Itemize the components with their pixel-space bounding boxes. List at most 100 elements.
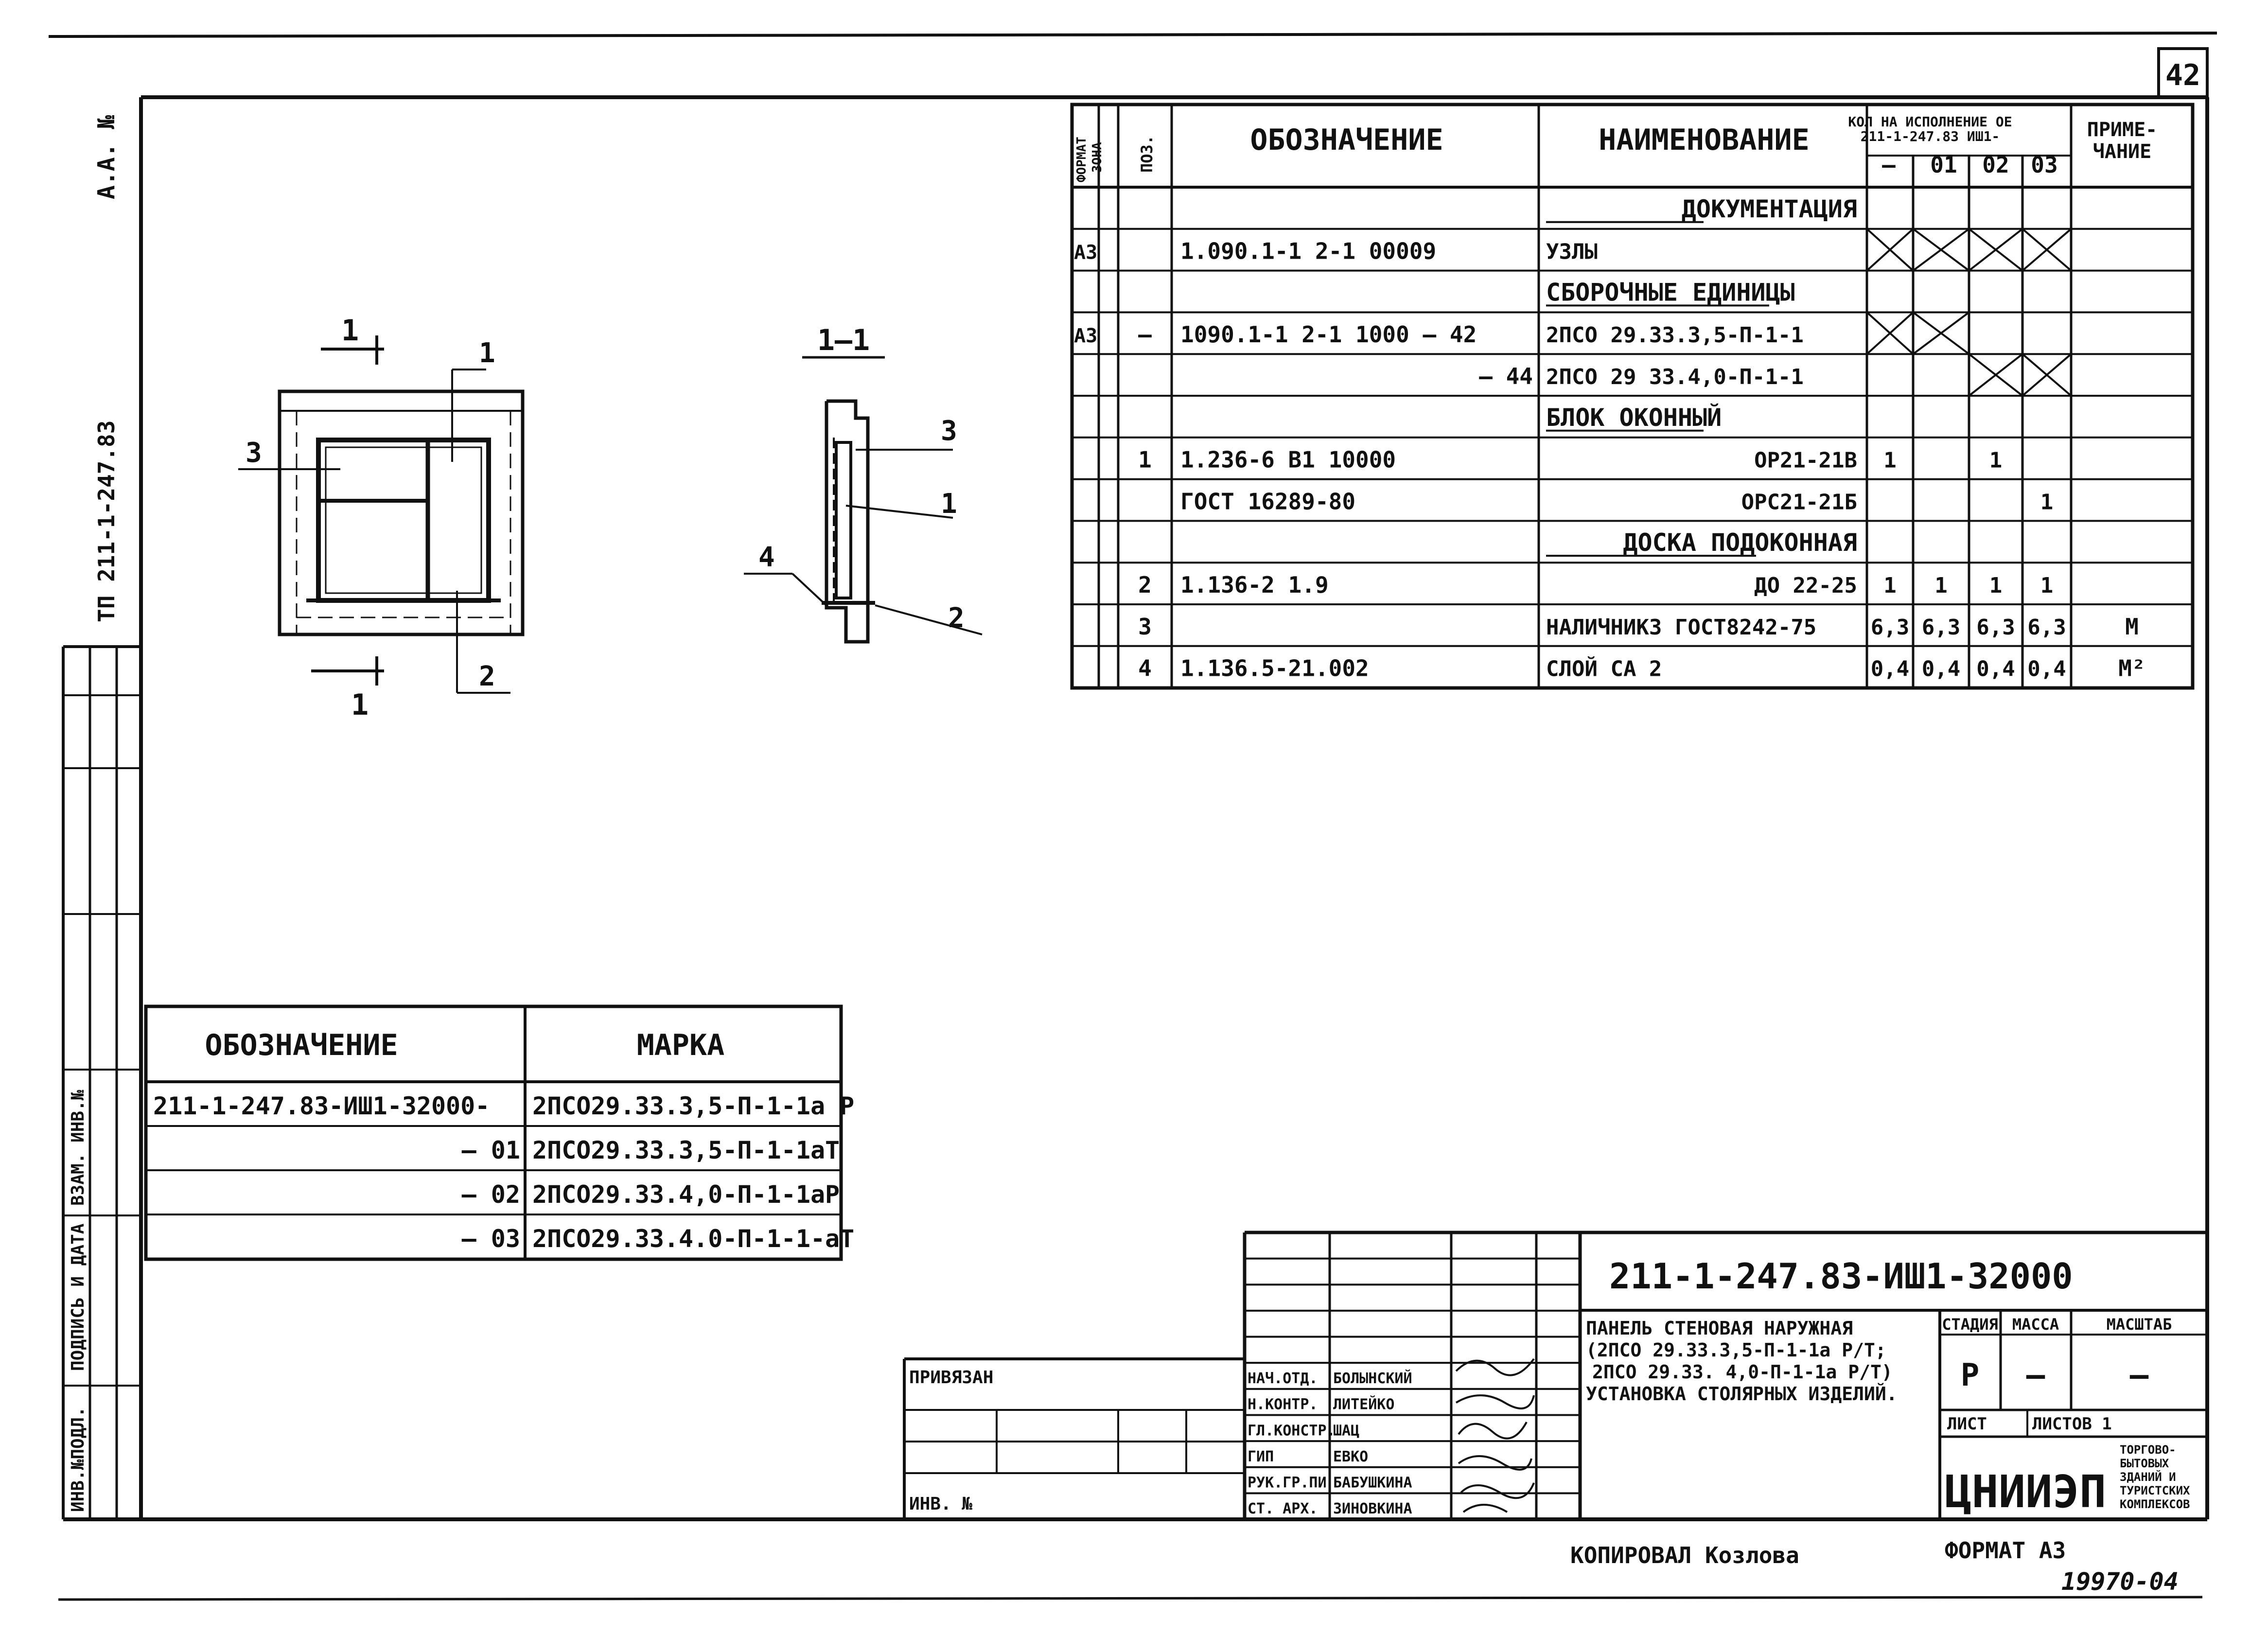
variants-table: ОБОЗНАЧЕНИЕ МАРКА 211-1-247.83-ИШ1-32000…	[144, 1004, 854, 1261]
spec-row-pos: —	[1138, 321, 1152, 348]
signer-name: ШАЦ	[1333, 1422, 1359, 1439]
signer-name: БОЛЫНСКИЙ	[1333, 1370, 1412, 1387]
spec-row-designation: 1.136.5-21.002	[1180, 655, 1369, 682]
spec-row-name: 2ПСО 29.33.3,5-П-1-1	[1546, 323, 1804, 348]
doc-code-vertical: ТП 211-1-247.83	[93, 421, 120, 622]
spec-row-name: ДОКУМЕНТАЦИЯ	[1682, 195, 1857, 223]
title-code: 211-1-247.83-ИШ1-32000	[1609, 1256, 2073, 1297]
cross-mark	[2022, 353, 2072, 397]
org-sub-0: ТОРГОВО-	[2120, 1443, 2176, 1457]
cross-mark	[1968, 353, 2023, 397]
signature-scribbles	[1455, 1358, 1535, 1513]
spec-header-designation: ОБОЗНАЧЕНИЕ	[1250, 123, 1443, 157]
org-sub-3: ТУРИСТСКИХ	[2120, 1484, 2190, 1497]
scale-value: —	[2130, 1357, 2149, 1393]
cross-mark	[1866, 311, 1914, 355]
mass-value: —	[2026, 1357, 2045, 1393]
spec-row: СБОРОЧНЫЕ ЕДИНИЦЫ	[1546, 278, 1795, 307]
footer-copied: КОПИРОВАЛ Козлова	[1570, 1542, 1799, 1568]
front-view: 1 1 1 2 3	[238, 314, 525, 722]
spec-header-variant-3: 03	[2031, 152, 2057, 178]
section-callout-4: 4	[758, 542, 775, 573]
spec-row: А3 — 1090.1-1 2-1 1000 — 42 2ПСО 29.33.3,5-…	[1074, 311, 1970, 355]
section-label: 1—1	[817, 323, 870, 357]
spec-row-name: СЛОЙ СА 2	[1546, 656, 1662, 682]
sheet-number: 42	[2165, 58, 2200, 92]
signer-role: НАЧ.ОТД.	[1248, 1370, 1318, 1387]
spec-row-name: БЛОК ОКОННЫЙ	[1546, 403, 1722, 432]
spec-header-qty-group: КОЛ НА ИСПОЛНЕНИЕ ОЕ	[1848, 114, 2012, 130]
stamp-label-vzam: ВЗАМ. ИНВ.№	[68, 1090, 88, 1206]
spec-row-name: 2ПСО 29 33.4,0-П-1-1	[1546, 365, 1804, 389]
footer: КОПИРОВАЛ Козлова ФОРМАТ А3 19970-04	[1570, 1537, 2179, 1596]
spec-row: БЛОК ОКОННЫЙ	[1546, 403, 1722, 432]
title-block: ПРИВЯЗАН ИНВ. № НАЧ.ОТД.БОЛЫНСКИЙН.КОНТР…	[903, 1231, 2207, 1519]
variants-row-3-mark: 2ПСО29.33.4.0-П-1-1-аТ	[532, 1225, 854, 1253]
variants-row-0-designation: 211-1-247.83-ИШ1-32000-	[153, 1092, 490, 1120]
spec-row-qty: 1	[1989, 573, 2003, 598]
variants-row-2-mark: 2ПСО29.33.4,0-П-1-1аР	[532, 1180, 840, 1209]
spec-row-note: М	[2125, 614, 2139, 640]
stage-value: Р	[1961, 1357, 1980, 1393]
variants-row-1-designation: — 01	[462, 1136, 520, 1164]
spec-row-qty: 0,4	[1976, 657, 2015, 682]
spec-row-name: ОР21-21В	[1754, 448, 1857, 473]
spec-row-designation: 1.136-2 1.9	[1180, 572, 1329, 598]
signer-role: Н.КОНТР.	[1248, 1396, 1318, 1413]
spec-row-name: НАЛИЧНИК3 ГОСТ8242-75	[1546, 615, 1816, 640]
signer-role: ГИП	[1248, 1448, 1274, 1465]
spec-row-qty: 6,3	[1922, 615, 1960, 640]
spec-row-designation: 1.090.1-1 2-1 00009	[1180, 238, 1436, 264]
spec-row-qty: 0,4	[1922, 657, 1960, 682]
spec-row-format: А3	[1074, 325, 1097, 347]
spec-row-qty: 0,4	[2027, 657, 2066, 682]
org-sub-1: БЫТОВЫХ	[2120, 1457, 2169, 1470]
spec-row-qty: 1	[1883, 448, 1897, 473]
spec-row-note: М²	[2118, 655, 2145, 682]
title-line-0: ПАНЕЛЬ СТЕНОВАЯ НАРУЖНАЯ	[1586, 1318, 1853, 1339]
spec-row-name: ДО 22-25	[1754, 573, 1857, 598]
spec-header-variant-2: 02	[1982, 152, 2009, 178]
spec-row-qty: 6,3	[2027, 615, 2066, 640]
spec-header-variant-1: 01	[1930, 152, 1957, 178]
sheet-label: ЛИСТ	[1947, 1414, 1987, 1434]
variants-row-0-mark: 2ПСО29.33.3,5-П-1-1а Р	[532, 1092, 854, 1120]
spec-header-name: НАИМЕНОВАНИЕ	[1599, 123, 1809, 157]
spec-row-designation: ГОСТ 16289-80	[1180, 488, 1355, 514]
spec-header-pos: ПОЗ.	[1138, 135, 1156, 173]
org-logo: ЦНИИЭП	[1945, 1466, 2106, 1518]
section-callout-1: 1	[941, 488, 957, 520]
spec-row-qty: 1	[1989, 448, 2003, 473]
scale-label: МАСШТАБ	[2107, 1315, 2172, 1334]
footer-number: 19970-04	[2061, 1567, 2179, 1596]
section-callout-2: 2	[948, 602, 965, 634]
spec-row-designation: 1090.1-1 2-1 1000 — 42	[1180, 321, 1477, 348]
stamp-label-sign: ПОДПИСЬ И ДАТА	[68, 1223, 88, 1371]
section-callout-3: 3	[941, 415, 957, 447]
spec-row-format: А3	[1074, 242, 1097, 264]
spec-row-name: УЗЛЫ	[1546, 240, 1598, 264]
section-view: 1—1 3 1 2 4	[744, 323, 983, 644]
spec-row-pos: 3	[1138, 614, 1152, 640]
variants-header-mark: МАРКА	[637, 1028, 725, 1062]
spec-row-qty: 1	[1883, 573, 1897, 598]
signer-role: ГЛ.КОНСТР.	[1248, 1422, 1336, 1439]
spec-header-qty-group2: 211-1-247.83 ИШ1-	[1861, 128, 2000, 144]
cross-mark	[1866, 228, 1914, 272]
cut-label-top: 1	[341, 314, 359, 348]
cross-mark	[1968, 228, 2023, 272]
inv-label: ИНВ. №	[909, 1494, 972, 1514]
org-sub-2: ЗДАНИЙ И	[2120, 1470, 2176, 1484]
variants-row-2-designation: — 02	[462, 1180, 520, 1209]
specification-table: ФОРМАТ ЗОНА ПОЗ. ОБОЗНАЧЕНИЕ НАИМЕНОВАНИ…	[1070, 103, 2195, 690]
spec-header-variant-0: —	[1882, 152, 1896, 178]
sheet-frame: 42	[48, 32, 2217, 1601]
variants-header-designation: ОБОЗНАЧЕНИЕ	[205, 1028, 398, 1062]
variants-row-1-mark: 2ПСО29.33.3,5-П-1-1аТ	[532, 1136, 840, 1164]
title-line-3: УСТАНОВКА СТОЛЯРНЫХ ИЗДЕЛИЙ.	[1586, 1383, 1898, 1405]
